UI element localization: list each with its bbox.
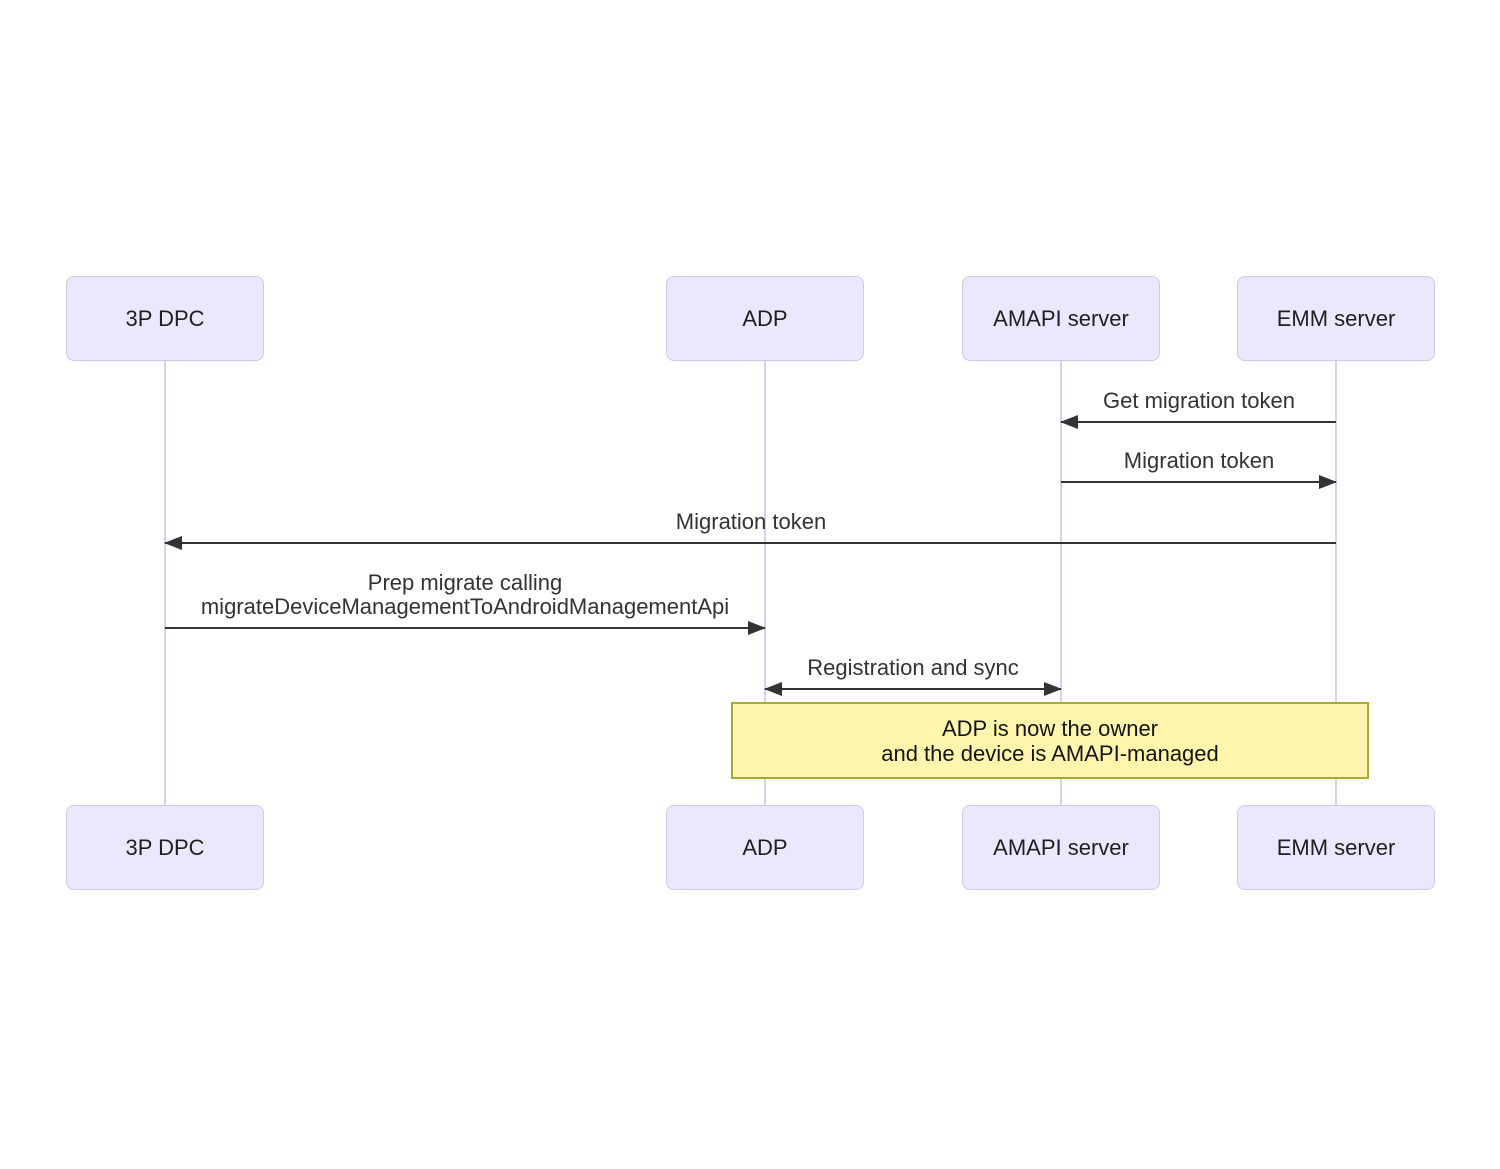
actor-label: EMM server — [1276, 305, 1396, 331]
message-arrow-migration-token-to-emm — [1061, 475, 1337, 489]
arrowhead-left-icon — [1060, 415, 1078, 429]
actor-label: ADP — [742, 834, 788, 860]
message-label-line2: migrateDeviceManagementToAndroidManageme… — [200, 594, 730, 619]
lifeline-emm-server — [1335, 361, 1337, 805]
message-arrow-get-migration-token — [1060, 415, 1336, 429]
actor-label: AMAPI server — [993, 305, 1129, 331]
actor-3p-dpc-top: 3P DPC — [66, 276, 264, 361]
actor-label: EMM server — [1276, 834, 1396, 860]
actor-adp-bottom: ADP — [666, 805, 864, 890]
message-label-registration-and-sync: Registration and sync — [807, 655, 1019, 680]
lifeline-3p-dpc — [164, 361, 166, 805]
message-arrow-prep-migrate — [165, 621, 766, 635]
actor-emm-server-bottom: EMM server — [1237, 805, 1435, 890]
actor-label: 3P DPC — [125, 834, 205, 860]
lifeline-adp — [764, 361, 766, 805]
actor-label: ADP — [742, 305, 788, 331]
message-label-line1: Prep migrate calling — [367, 570, 563, 595]
message-label-get-migration-token: Get migration token — [1103, 388, 1295, 413]
actor-label: 3P DPC — [125, 305, 205, 331]
message-label-migration-token-to-dpc: Migration token — [675, 509, 827, 534]
arrowhead-right-icon — [1044, 682, 1062, 696]
message-label-prep-migrate: Prep migrate calling migrateDeviceManage… — [201, 571, 729, 619]
note-line1: ADP is now the owner — [941, 715, 1159, 741]
actor-label: AMAPI server — [993, 834, 1129, 860]
arrowhead-right-icon — [1319, 475, 1337, 489]
actor-emm-server-top: EMM server — [1237, 276, 1435, 361]
arrowhead-left-icon — [164, 536, 182, 550]
actor-amapi-server-bottom: AMAPI server — [962, 805, 1160, 890]
arrowhead-left-icon — [764, 682, 782, 696]
message-arrow-registration-and-sync — [764, 682, 1062, 696]
lifeline-amapi-server — [1060, 361, 1062, 805]
note-line2: and the device is AMAPI-managed — [881, 740, 1219, 766]
actor-amapi-server-top: AMAPI server — [962, 276, 1160, 361]
arrowhead-right-icon — [748, 621, 766, 635]
actor-3p-dpc-bottom: 3P DPC — [66, 805, 264, 890]
actor-adp-top: ADP — [666, 276, 864, 361]
message-label-migration-token-to-emm: Migration token — [1123, 448, 1275, 473]
message-arrow-migration-token-to-dpc — [164, 536, 1336, 550]
note-adp-owner: ADP is now the owner and the device is A… — [731, 702, 1369, 779]
